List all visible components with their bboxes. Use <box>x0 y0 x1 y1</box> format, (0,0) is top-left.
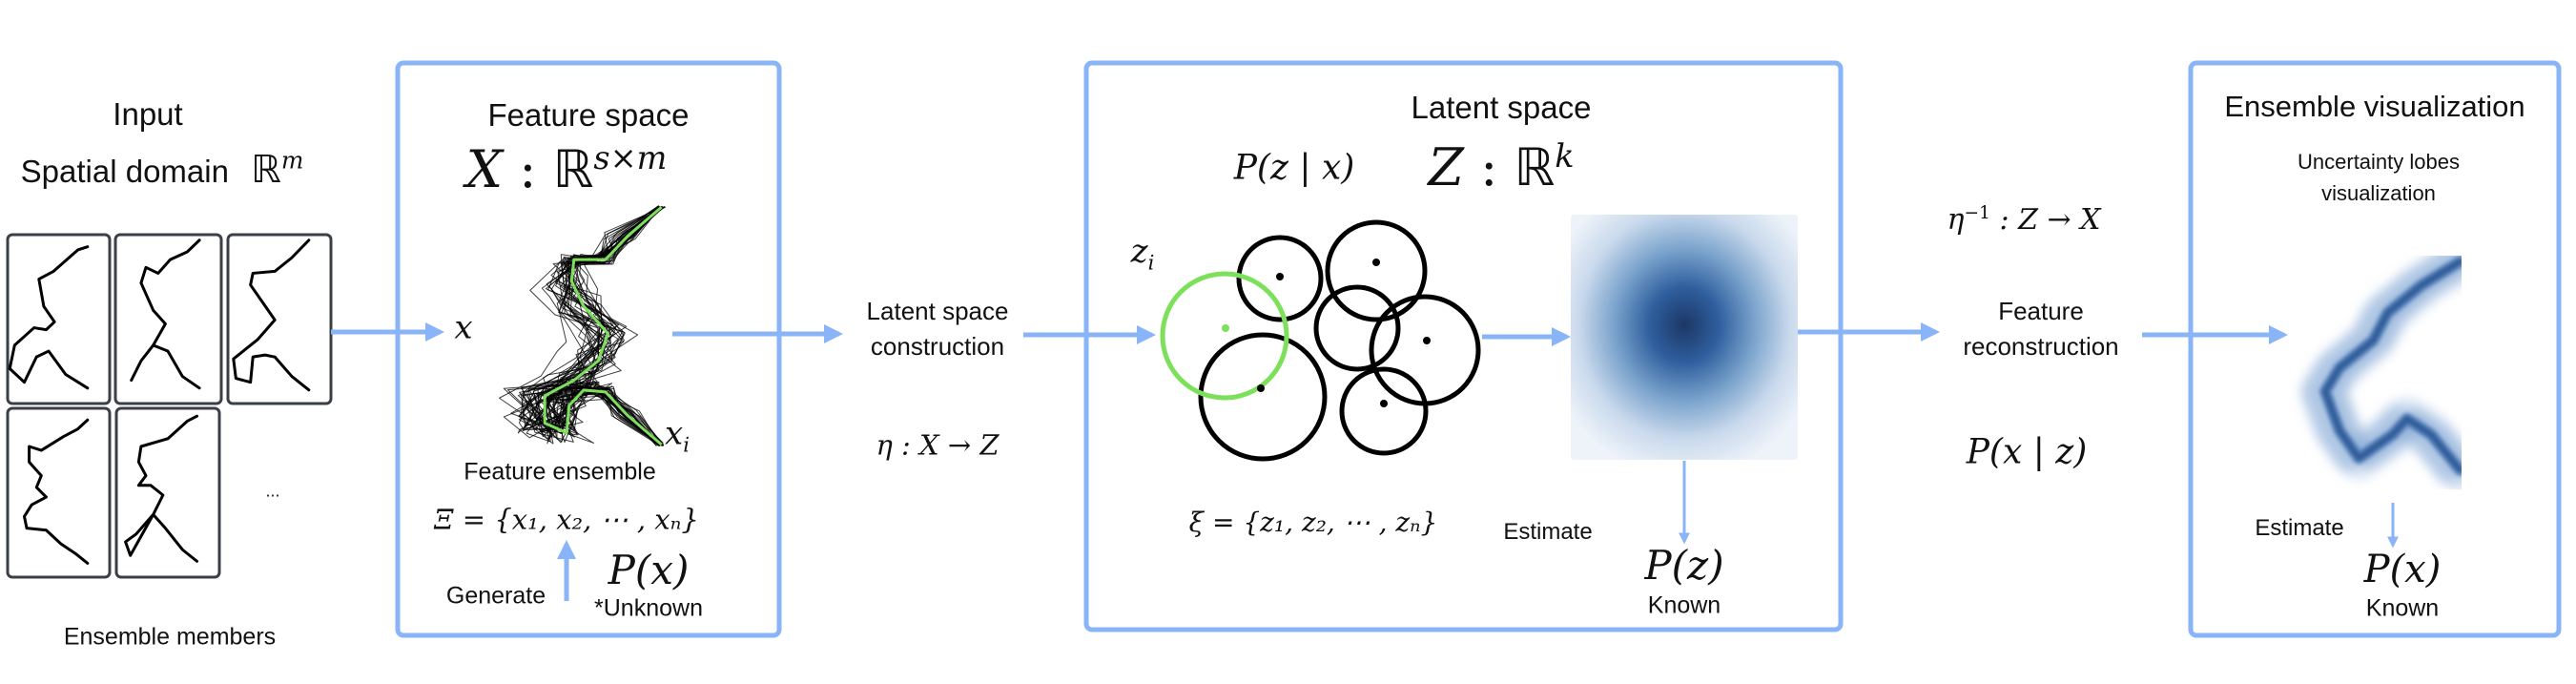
latent-gaussian-circle <box>1325 219 1428 322</box>
real-set-symbol: ℝ <box>251 148 281 192</box>
decoder-inverse: −1 <box>1964 202 1990 223</box>
latent-space-sep: : <box>1480 136 1498 197</box>
ensemble-member-line <box>528 206 660 446</box>
feature-space-set: ℝ <box>552 138 594 199</box>
generate-label: Generate <box>445 582 546 610</box>
ensemble-member-frame <box>226 233 333 405</box>
latent-gaussian-circle <box>1198 332 1328 462</box>
reconstruction-line-1: Feature <box>1998 297 2084 325</box>
latent-distributions <box>1160 219 1481 462</box>
x-label: x <box>454 308 473 347</box>
feature-ensemble-label: Feature ensemble <box>464 458 656 486</box>
ensemble-member-curve <box>132 240 199 381</box>
uncertainty-lobes-image <box>2300 256 2462 489</box>
ensemble-visualization-title: Ensemble visualization <box>2224 90 2525 124</box>
latent-gaussian-circle <box>1339 366 1429 456</box>
xi-label: xi <box>665 414 690 454</box>
latent-space-set: ℝ <box>1514 136 1556 197</box>
domain-dimension: m <box>280 146 304 175</box>
xi-base: x <box>665 414 684 453</box>
latent-mean-dot-highlighted <box>1222 324 1229 332</box>
latent-mean-dot <box>1380 400 1388 407</box>
ensemble-visualization-box <box>2188 60 2562 638</box>
reconstructed-probability: P(x) <box>2363 548 2442 591</box>
unknown-note: *Unknown <box>594 594 703 622</box>
latent-mean-dot <box>1372 259 1380 266</box>
latent-space-box <box>1083 60 1844 632</box>
latent-mean-dot <box>1276 273 1284 280</box>
reconstruction-line-2: reconstruction <box>1963 332 2119 361</box>
latent-space-var: Z <box>1428 136 1464 197</box>
feature-space-box <box>395 60 782 638</box>
feature-space-formula: X : ℝs×m <box>465 138 668 199</box>
uncertainty-lobe-band <box>2321 259 2462 473</box>
latent-space-dimension: k <box>1555 136 1575 175</box>
latent-space-construction-label: Latent space construction <box>867 294 1009 364</box>
feature-space-dimension: s×m <box>593 138 668 176</box>
ensemble-member-curve <box>25 420 88 563</box>
ensemble-member-line <box>524 209 663 445</box>
latent-ensemble-formula: ξ = {z₁, z₂, ⋯ , zₙ} <box>1188 506 1438 538</box>
zi-label: zi <box>1130 232 1155 272</box>
latent-space-title: Latent space <box>1411 90 1592 126</box>
latent-gaussian-circle <box>1369 294 1481 406</box>
spatial-domain-label: Spatial domain ℝm <box>21 148 304 192</box>
ellipsis: ... <box>265 481 280 501</box>
feature-space-sep: : <box>519 138 537 199</box>
posterior-formula: P(z | x) <box>1233 148 1355 188</box>
known-note-vis: Known <box>2365 594 2440 622</box>
latent-gaussian-circle <box>1313 284 1401 372</box>
construction-line-2: construction <box>870 332 1005 361</box>
ensemble-members-caption: Ensemble members <box>63 623 277 651</box>
subtitle-line-2: visualization <box>2321 181 2436 205</box>
ensemble-member-curve <box>126 416 197 561</box>
ensemble-member-frame <box>114 406 221 579</box>
ensemble-member-frame <box>6 406 112 579</box>
xi-subscript: i <box>683 432 690 457</box>
input-title: Input <box>113 96 183 133</box>
zi-subscript: i <box>1147 250 1155 275</box>
latent-gaussian-circle <box>1236 235 1324 322</box>
ensemble-member-frame <box>113 233 223 405</box>
ensemble-member-curve <box>234 240 309 390</box>
estimate-label-vis: Estimate <box>2255 515 2344 542</box>
decoder-eta: η <box>1947 202 1965 237</box>
likelihood-formula: P(x | z) <box>1966 432 2088 472</box>
ensemble-member-frame <box>6 233 112 405</box>
feature-reconstruction-label: Feature reconstruction <box>1963 294 2118 364</box>
known-note-latent: Known <box>1647 591 1721 619</box>
ensemble-member-thumbnails <box>6 233 333 579</box>
latent-mean-dot <box>1257 384 1265 392</box>
spatial-domain-text: Spatial domain <box>20 154 229 189</box>
feature-space-title: Feature space <box>487 97 690 134</box>
feature-space-var: X <box>465 138 504 199</box>
latent-gaussian-circle-highlighted <box>1160 271 1289 401</box>
decoder-mapping: η−1 : Z → X <box>1947 202 2101 238</box>
subtitle-line-1: Uncertainty lobes <box>2298 150 2460 174</box>
highlighted-ensemble-member <box>545 207 661 445</box>
feature-ensemble-plot <box>500 206 666 446</box>
decoder-map-rest: : Z → X <box>1989 202 2101 237</box>
latent-mean-dot <box>1423 337 1431 344</box>
latent-probability: P(z) <box>1644 541 1724 589</box>
latent-space-formula: Z : ℝk <box>1428 136 1575 197</box>
latent-density-heatmap <box>1571 215 1798 460</box>
ensemble-member-curve <box>154 345 199 388</box>
encoder-mapping: η : X → Z <box>876 428 999 462</box>
feature-ensemble-formula: Ξ = {x₁, x₂, ⋯ , xₙ} <box>434 503 699 536</box>
feature-probability: P(x) <box>608 546 690 593</box>
estimate-label-latent: Estimate <box>1503 519 1593 546</box>
uncertainty-lobes-subtitle: Uncertainty lobes visualization <box>2298 146 2460 209</box>
construction-line-1: Latent space <box>866 297 1009 325</box>
ensemble-member-curve <box>10 247 88 388</box>
zi-base: z <box>1130 232 1148 271</box>
